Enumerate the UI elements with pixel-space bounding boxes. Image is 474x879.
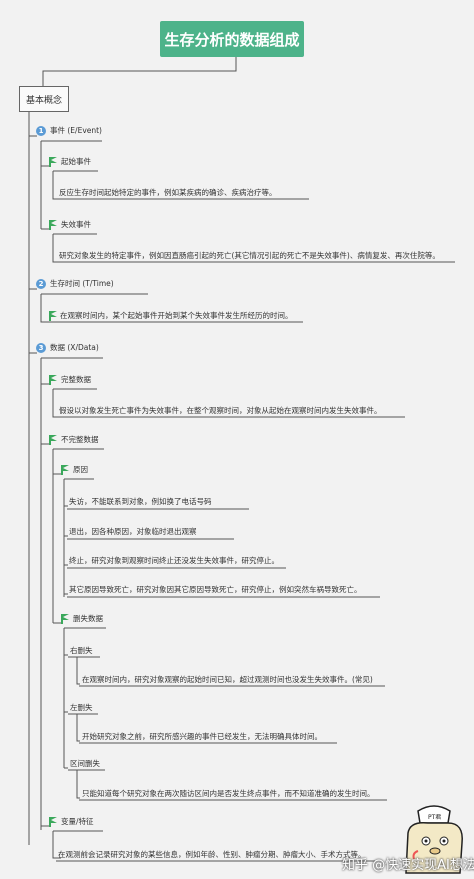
number-badge-2: 2: [36, 279, 46, 289]
cause-item: 退出，因各种原因，对象临时退出观察: [69, 527, 197, 536]
mascot-icon: PT君: [405, 805, 463, 874]
cause-item: 终止，研究对象到观察时间终止还没发生失效事件，研究停止。: [69, 556, 279, 565]
start-event-desc: 反应生存时间起始特定的事件，例如某疾病的确诊、疾病治疗等。: [59, 188, 277, 197]
start-event-label: 起始事件: [61, 157, 91, 166]
left-censoring-label: 左删失: [70, 703, 93, 712]
right-censoring-label: 右删失: [70, 646, 93, 655]
complete-data-label: 完整数据: [61, 375, 91, 384]
flag-icon: [49, 375, 58, 385]
watermark: 知乎 @快速实现AI想法: [342, 858, 474, 873]
cause-item: 失访，不能联系到对象，例如换了电话号码: [69, 497, 212, 506]
interval-censoring-label: 区间删失: [70, 759, 100, 768]
number-badge-3: 3: [36, 343, 46, 353]
complete-data-desc: 假设以对象发生死亡事件为失效事件，在整个观察时间，对象从起始在观察时间内发生失效…: [59, 406, 382, 415]
incomplete-data-label: 不完整数据: [61, 435, 99, 444]
deletion-label: 删失数据: [73, 614, 103, 623]
concept-node: 基本概念: [19, 86, 69, 112]
flag-icon: [49, 157, 58, 167]
failure-event-label: 失效事件: [61, 220, 91, 229]
cause-label: 原因: [73, 465, 88, 474]
flag-icon: [49, 311, 58, 321]
flag-icon: [61, 614, 70, 624]
section-time-title: 生存时间 (T/Time): [50, 279, 114, 288]
mascot-label: PT君: [428, 814, 441, 821]
flag-icon: [49, 220, 58, 230]
section-event-title: 事件 (E/Event): [50, 126, 102, 135]
flag-icon: [61, 465, 70, 475]
time-desc: 在观察时间内，某个起始事件开始到某个失效事件发生所经历的时间。: [60, 311, 293, 320]
flag-icon: [49, 435, 58, 445]
number-badge-1: 1: [36, 126, 46, 136]
flag-icon: [49, 817, 58, 827]
cause-item: 其它原因导致死亡，研究对象因其它原因导致死亡，研究停止，例如突然车祸导致死亡。: [69, 585, 362, 594]
root-title: 生存分析的数据组成: [160, 21, 304, 57]
right-censoring-desc: 在观察时间内，研究对象观察的起始时间已知，超过观测时间也没发生失效事件。(常见): [82, 675, 373, 684]
variables-label: 变量/特征: [61, 817, 94, 826]
variables-desc: 在观测前会记录研究对象的某些信息，例如年龄、性别、肿瘤分期、肿瘤大小、手术方式等…: [58, 850, 366, 859]
section-data-title: 数据 (X/Data): [50, 343, 99, 352]
left-censoring-desc: 开始研究对象之前，研究所感兴趣的事件已经发生，无法明确具体时间。: [82, 732, 322, 741]
interval-censoring-desc: 只能知道每个研究对象在两次随访区间内是否发生终点事件，而不知道准确的发生时间。: [82, 789, 375, 798]
failure-event-desc: 研究对象发生的特定事件，例如因直肠癌引起的死亡(其它情况引起的死亡不是失效事件)…: [59, 251, 440, 260]
